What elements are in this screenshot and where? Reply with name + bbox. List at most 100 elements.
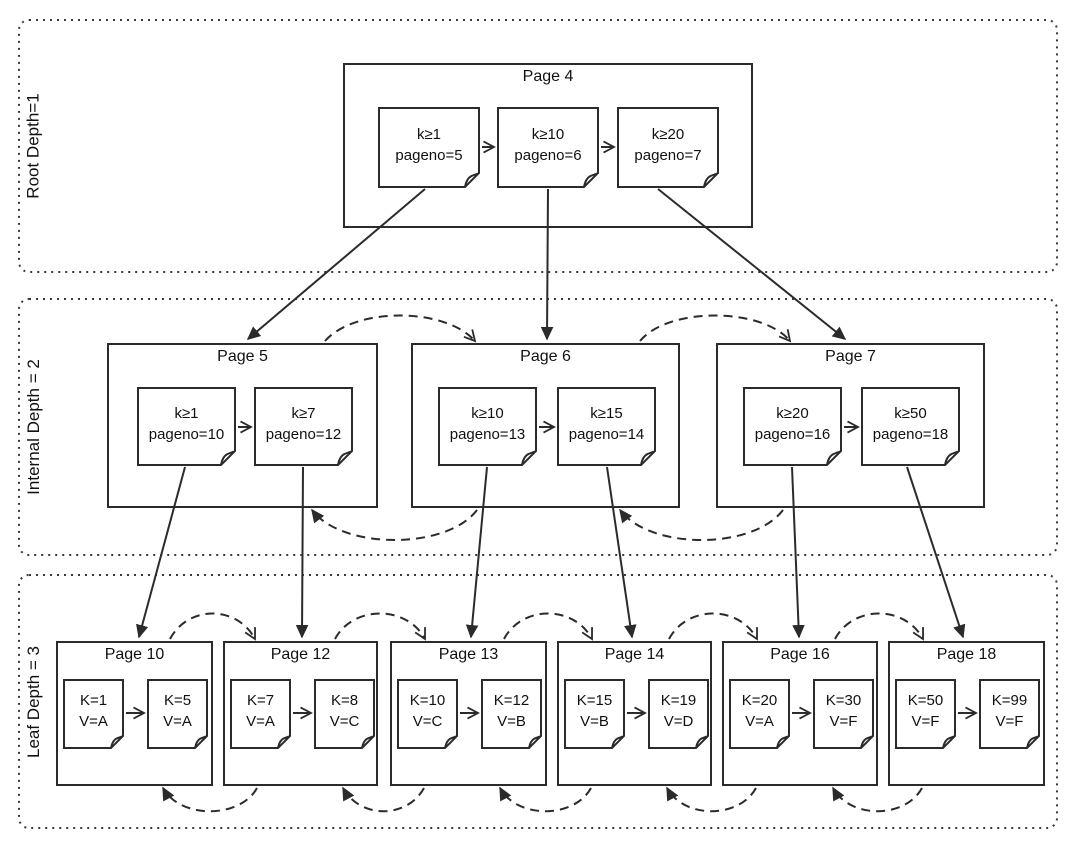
- page-18-entry-0: K=50 V=F: [895, 679, 956, 749]
- page-10-entry-1: K=5 V=A: [147, 679, 208, 749]
- entry-key: K=5: [163, 692, 192, 709]
- entry-value: V=B: [497, 713, 526, 730]
- entry-key: K=19: [660, 692, 697, 709]
- entry-text: k≥50 pageno=18: [863, 389, 958, 464]
- entry-key-condition: k≥20: [651, 125, 685, 143]
- entry-pointer: pageno=12: [265, 425, 342, 443]
- entry-pointer: pageno=6: [514, 146, 582, 164]
- entry-text: k≥15 pageno=14: [559, 389, 654, 464]
- page-13-entry-0: K=10 V=C: [397, 679, 458, 749]
- page-10-entry-0: K=1 V=A: [63, 679, 124, 749]
- page-18-box: Page 18 K=50 V=F K=99 V=F: [888, 641, 1045, 786]
- entry-pointer: pageno=7: [634, 146, 702, 164]
- entry-pointer: pageno=18: [872, 425, 949, 443]
- entry-text: K=50 V=F: [897, 681, 954, 747]
- entry-text: K=1 V=A: [65, 681, 122, 747]
- entry-value: V=A: [246, 713, 275, 730]
- sibling-next-link-page14-page16: [668, 612, 758, 641]
- sibling-next-link-page6-page7: [639, 314, 792, 343]
- entry-key: K=12: [493, 692, 530, 709]
- entry-key-condition: k≥1: [416, 125, 442, 143]
- page-5-entry-0: k≥1 pageno=10: [137, 387, 236, 466]
- page-13-box: Page 13 K=10 V=C K=12 V=B: [390, 641, 547, 786]
- page-4-box: Page 4 k≥1 pageno=5 k≥10 pageno=6 k≥20 p…: [343, 63, 753, 228]
- entry-key: K=10: [409, 692, 446, 709]
- sibling-prev-link-page6-page5: [311, 508, 478, 541]
- page-7-entry-1: k≥50 pageno=18: [861, 387, 960, 466]
- page-14-box: Page 14 K=15 V=B K=19 V=D: [557, 641, 712, 786]
- entry-key-condition: k≥7: [291, 404, 316, 422]
- entry-text: K=30 V=F: [815, 681, 872, 747]
- page-6-entry-1: k≥15 pageno=14: [557, 387, 656, 466]
- entry-key-condition: k≥15: [590, 404, 623, 422]
- leaf-level-label: Leaf Depth = 3: [4, 575, 64, 828]
- page-12-box: Page 12 K=7 V=A K=8 V=C: [223, 641, 378, 786]
- entry-text: k≥1 pageno=5: [380, 109, 478, 186]
- sibling-next-link-page16-page18: [834, 612, 924, 641]
- sibling-next-link-page10-page12: [169, 612, 256, 641]
- entry-key: K=7: [246, 692, 275, 709]
- sibling-prev-link-page12-page10: [162, 786, 258, 813]
- page-16-box: Page 16 K=20 V=A K=30 V=F: [722, 641, 878, 786]
- internal-level-label: Internal Depth = 2: [4, 299, 64, 555]
- entry-text: k≥20 pageno=7: [619, 109, 717, 186]
- entry-text: k≥10 pageno=6: [499, 109, 597, 186]
- entry-value: V=B: [580, 713, 609, 730]
- page-4-entry-0: k≥1 pageno=5: [378, 107, 480, 188]
- entry-key-condition: k≥10: [471, 404, 504, 422]
- page-12-title: Page 12: [270, 646, 331, 663]
- entry-pointer: pageno=10: [148, 425, 225, 443]
- entry-value: V=D: [663, 713, 694, 730]
- page-6-entry-0: k≥10 pageno=13: [438, 387, 537, 466]
- root-level-label-text: Root Depth=1: [24, 93, 44, 199]
- page-7-title: Page 7: [825, 348, 876, 365]
- sibling-prev-link-page7-page6: [619, 508, 784, 541]
- sibling-next-link-page5-page6: [324, 314, 477, 343]
- entry-value: V=A: [79, 713, 108, 730]
- page-18-title: Page 18: [936, 646, 997, 663]
- entry-value: V=C: [412, 713, 443, 730]
- sibling-prev-link-page13-page12: [342, 786, 425, 813]
- entry-pointer: pageno=13: [449, 425, 526, 443]
- entry-value: V=F: [995, 713, 1024, 730]
- sibling-next-link-page13-page14: [503, 612, 593, 641]
- page-16-title: Page 16: [770, 646, 830, 663]
- page-12-entry-1: K=8 V=C: [314, 679, 375, 749]
- page-14-entry-0: K=15 V=B: [564, 679, 625, 749]
- sibling-prev-link-page16-page14: [666, 786, 757, 813]
- entry-key: K=30: [825, 692, 862, 709]
- page-13-title: Page 13: [438, 646, 499, 663]
- entry-pointer: pageno=14: [568, 425, 645, 443]
- entry-key: K=20: [741, 692, 778, 709]
- sibling-prev-link-page18-page16: [832, 786, 923, 813]
- entry-key: K=1: [79, 692, 108, 709]
- entry-key: K=99: [991, 692, 1028, 709]
- entry-key: K=8: [330, 692, 359, 709]
- leaf-level-label-text: Leaf Depth = 3: [24, 645, 44, 758]
- entry-key-condition: k≥20: [776, 404, 809, 422]
- entry-value: V=A: [163, 713, 192, 730]
- page-7-entry-0: k≥20 pageno=16: [743, 387, 842, 466]
- entry-text: k≥1 pageno=10: [139, 389, 234, 464]
- entry-value: V=F: [911, 713, 940, 730]
- entry-text: K=10 V=C: [399, 681, 456, 747]
- entry-text: K=20 V=A: [731, 681, 788, 747]
- page-13-entry-1: K=12 V=B: [481, 679, 542, 749]
- entry-value: V=F: [829, 713, 858, 730]
- entry-text: K=99 V=F: [981, 681, 1038, 747]
- page-4-entry-2: k≥20 pageno=7: [617, 107, 719, 188]
- page-18-entry-1: K=99 V=F: [979, 679, 1040, 749]
- entry-text: K=7 V=A: [232, 681, 289, 747]
- page-6-box: Page 6 k≥10 pageno=13 k≥15 pageno=14: [411, 343, 680, 508]
- entry-pointer: pageno=16: [754, 425, 831, 443]
- entry-text: K=8 V=C: [316, 681, 373, 747]
- page-4-title: Page 4: [522, 68, 574, 85]
- entry-key-condition: k≥10: [531, 125, 565, 143]
- entry-key-condition: k≥1: [174, 404, 199, 422]
- page-10-box: Page 10 K=1 V=A K=5 V=A: [56, 641, 213, 786]
- entry-key: K=50: [907, 692, 944, 709]
- page-10-title: Page 10: [104, 646, 165, 663]
- page-5-title: Page 5: [217, 348, 268, 365]
- page-7-box: Page 7 k≥20 pageno=16 k≥50 pageno=18: [716, 343, 985, 508]
